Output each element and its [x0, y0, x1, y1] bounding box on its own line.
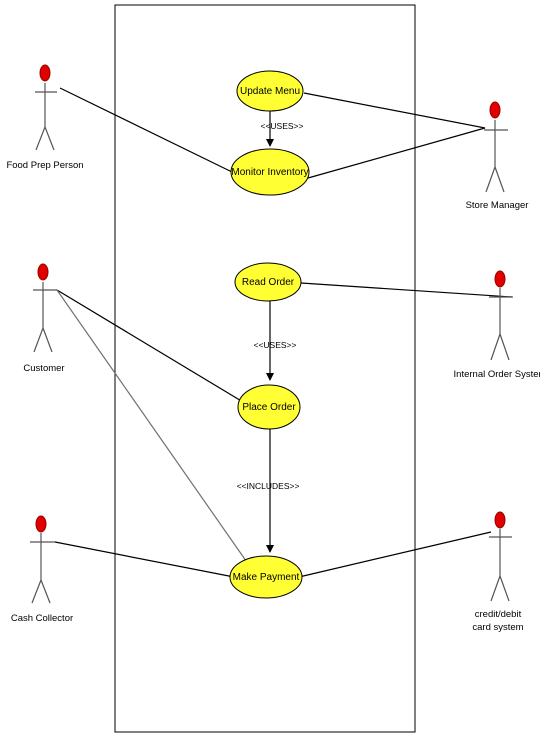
actor-internal-order-system[interactable]: Internal Order System: [454, 270, 540, 380]
use-case-place-order[interactable]: Place Order: [237, 384, 301, 430]
actor-label: Food Prep Person: [6, 160, 83, 171]
use-case-label: Monitor Inventory: [231, 167, 308, 178]
actor-card-system[interactable]: credit/debit card system: [472, 511, 524, 633]
actor-label: Internal Order System: [454, 369, 540, 380]
use-case-ellipse: [237, 384, 301, 430]
association-store-manager-update-menu: [303, 92, 486, 129]
use-case-label: Read Order: [242, 277, 295, 288]
actor-cash-collector[interactable]: Cash Collector: [11, 515, 73, 624]
association-cash-collector-make-payment: [54, 541, 235, 578]
actor-figure-icon: [489, 511, 512, 602]
use-case-label: Make Payment: [233, 572, 300, 583]
actor-label-line-1: credit/debit: [475, 609, 522, 620]
actor-food-prep-person[interactable]: Food Prep Person: [6, 64, 84, 171]
uses-label-top: <<USES>>: [260, 121, 303, 131]
actor-label-line-2: card system: [472, 622, 523, 633]
association-customer-place-order: [56, 289, 244, 403]
actor-label: Customer: [23, 363, 64, 374]
use-case-label: Place Order: [242, 402, 296, 413]
association-read-order-internal-order-system: [300, 282, 513, 298]
actor-figure-icon: [489, 270, 513, 361]
use-case-monitor-inventory[interactable]: Monitor Inventory: [230, 148, 310, 196]
use-case-ellipse: [234, 262, 302, 302]
use-case-read-order[interactable]: Read Order: [234, 262, 302, 302]
actor-store-manager[interactable]: Store Manager: [466, 101, 529, 211]
actor-figure-icon: [484, 101, 508, 193]
use-case-label: Update Menu: [240, 86, 300, 97]
includes-label: <<INCLUDES>>: [237, 481, 300, 491]
actor-label: Cash Collector: [11, 613, 73, 624]
actor-label: Store Manager: [466, 200, 529, 211]
system-boundary: [114, 4, 416, 733]
actor-figure-icon: [30, 515, 55, 604]
associations: [54, 87, 513, 578]
actor-figure-icon: [35, 64, 57, 151]
actor-customer[interactable]: Customer: [23, 263, 65, 374]
uses-label-middle: <<USES>>: [253, 340, 296, 350]
association-make-payment-card-system: [298, 531, 492, 578]
use-case-make-payment[interactable]: Make Payment: [229, 555, 303, 599]
association-store-manager-monitor-inventory: [307, 127, 486, 179]
association-food-prep-monitor-inventory: [59, 87, 233, 173]
use-case-ellipse: [230, 148, 310, 196]
association-customer-make-payment: [56, 289, 252, 569]
use-case-ellipse: [229, 555, 303, 599]
use-case-ellipse: [236, 70, 304, 112]
use-case-update-menu[interactable]: Update Menu: [236, 70, 304, 112]
actor-figure-icon: [33, 263, 57, 353]
